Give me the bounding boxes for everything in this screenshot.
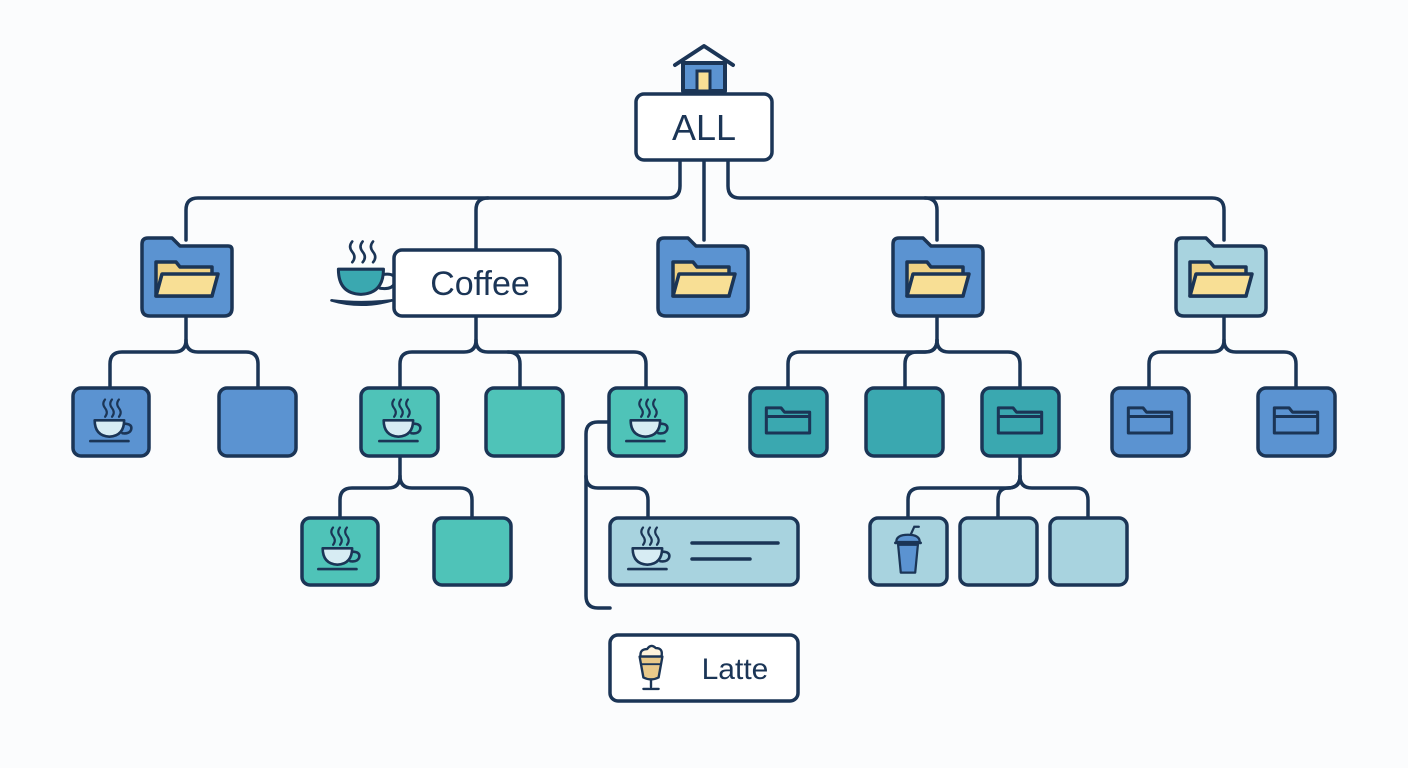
category-node-coffee[interactable]: Coffee bbox=[329, 239, 562, 318]
tile-node-teal-l3[interactable] bbox=[432, 516, 513, 587]
tile-node-cup-teal[interactable] bbox=[359, 386, 440, 458]
open-folder-icon bbox=[671, 260, 737, 298]
root-label: ALL bbox=[672, 107, 736, 148]
leaf-node-latte[interactable]: Latte bbox=[608, 633, 800, 703]
leaf-label: Latte bbox=[702, 653, 769, 686]
tile-node-folder-blue[interactable] bbox=[1110, 386, 1191, 458]
root-node[interactable]: ALL bbox=[634, 46, 774, 162]
tile-node-cup-l3[interactable] bbox=[300, 516, 380, 587]
house-icon bbox=[675, 46, 733, 91]
tile-node-cup-teal-2[interactable] bbox=[607, 386, 688, 458]
open-folder-icon bbox=[905, 260, 971, 298]
tile-node-iced[interactable] bbox=[868, 516, 949, 587]
open-folder-icon bbox=[154, 260, 220, 298]
text-lines-icon bbox=[690, 541, 780, 561]
tree-connectors bbox=[108, 158, 1298, 610]
tile-node-blue[interactable] bbox=[217, 386, 298, 458]
open-folder-icon bbox=[1188, 260, 1254, 298]
tile-node-cup-blue[interactable] bbox=[71, 386, 151, 458]
folder-node-4[interactable] bbox=[891, 236, 985, 318]
tile-node-pale-2[interactable] bbox=[1048, 516, 1129, 587]
list-node-cup[interactable] bbox=[608, 516, 800, 587]
category-label: Coffee bbox=[430, 265, 530, 303]
tile-node-folder-teal-2[interactable] bbox=[980, 386, 1061, 458]
tile-node-teal[interactable] bbox=[484, 386, 565, 458]
tile-node-folder-teal[interactable] bbox=[748, 386, 829, 458]
folder-node-3[interactable] bbox=[656, 236, 750, 318]
tile-node-folder-blue-2[interactable] bbox=[1256, 386, 1337, 458]
coffee-cup-icon bbox=[329, 239, 397, 307]
folder-node-1[interactable] bbox=[140, 236, 234, 318]
tile-node-pale-1[interactable] bbox=[958, 516, 1039, 587]
folder-node-5[interactable] bbox=[1174, 236, 1268, 318]
tile-node-dark-teal[interactable] bbox=[864, 386, 945, 458]
